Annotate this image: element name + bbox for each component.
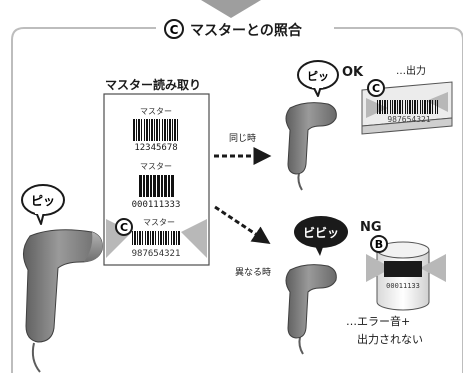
ok-box-barcode: [377, 100, 438, 114]
top-pointer-triangle: [201, 0, 261, 18]
master-entry-1-label: マスター: [140, 107, 172, 116]
ok-box-code: 987654321: [387, 115, 431, 124]
ng-cylinder-badge: [370, 235, 388, 253]
left-bubble: ピッ: [21, 184, 65, 225]
arrow-same-label: 同じ時: [229, 133, 256, 144]
scan-beam-right: [181, 219, 207, 258]
master-entry-3-label: マスター: [143, 218, 175, 227]
ok-box-badge: [367, 79, 385, 97]
arrow-diff: [214, 205, 271, 244]
header-badge-c: [164, 19, 184, 39]
ng-note-line-1: …エラー音+: [346, 314, 410, 328]
master-card-title: マスター読み取り: [105, 77, 201, 92]
ok-box-badge-letter: C: [372, 82, 380, 95]
arrow-diff-label: 異なる時: [235, 267, 271, 278]
master-entry-2-label: マスター: [140, 162, 172, 171]
master-entry-3-badge: [115, 218, 133, 236]
master-entry-2-code: 000111333: [132, 200, 181, 210]
ng-bubble: ビビッ: [294, 216, 348, 256]
ng-note-line-2: 出力されない: [357, 332, 423, 346]
ok-scanner: [285, 102, 337, 191]
master-entry-3-code: 987654321: [132, 249, 181, 259]
barcode-3: [132, 231, 180, 245]
ng-scanner: [285, 264, 337, 355]
ng-cylinder-badge-letter: B: [375, 238, 383, 251]
header-badge-letter: C: [170, 23, 179, 37]
master-entry-3-badge-letter: C: [120, 221, 128, 234]
ok-bubble: ピッ: [297, 60, 339, 97]
ok-note: …出力: [396, 64, 426, 77]
barcode-2: [139, 175, 174, 197]
ng-cylinder: [366, 241, 446, 311]
left-scanner: [23, 229, 103, 373]
header-bg: [156, 19, 334, 39]
master-entry-1-code: 12345678: [134, 143, 177, 153]
ng-status: NG: [360, 220, 382, 235]
left-bubble-text: ピッ: [31, 194, 55, 208]
header-title: マスターとの照合: [190, 22, 303, 39]
ok-box: [361, 81, 453, 135]
ok-bubble-text: ピッ: [307, 70, 329, 83]
ng-cylinder-code: 00011133: [386, 282, 420, 290]
barcode-1: [133, 119, 178, 141]
ok-status: OK: [342, 65, 364, 80]
ng-bubble-text: ビビッ: [303, 225, 339, 240]
